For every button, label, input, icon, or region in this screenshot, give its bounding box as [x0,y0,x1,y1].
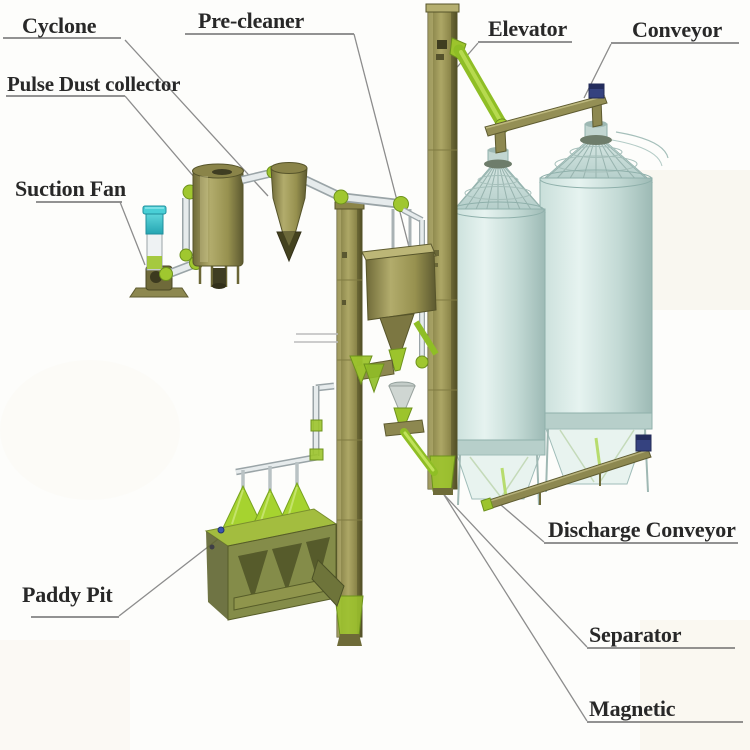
suction-fan-intake [145,211,164,235]
pulse-dust-collector [192,163,244,289]
paddy-pit [204,508,345,621]
label-discharge-conveyor: Discharge Conveyor [548,517,736,542]
label-magnetic: Magnetic [589,696,676,721]
walkway-rails [294,333,338,343]
label-pre-cleaner: Pre-cleaner [198,8,305,33]
conveyor-bar [484,94,608,137]
label-pulse-dust-collector: Pulse Dust collector [7,72,180,96]
label-cyclone: Cyclone [22,13,97,38]
cyclone-leader [124,39,269,197]
label-elevator: Elevator [488,16,567,41]
pit-bolt-dark [209,544,215,550]
separator-hoppers [349,355,395,394]
cyclone-separator [270,162,308,263]
suction-fan [129,205,189,298]
magnetic-leader [440,489,588,722]
label-conveyor: Conveyor [632,17,722,42]
central-column [334,201,365,646]
label-suction-fan: Suction Fan [15,176,126,201]
label-paddy-pit: Paddy Pit [22,582,113,607]
suction-leader [119,201,146,266]
separator-leader [433,483,588,648]
pre-cleaner [361,243,439,372]
discharge-conveyor [480,434,652,512]
discharge-leader [493,498,545,543]
central-column-boot [334,595,364,637]
labels: Cyclone Pulse Dust collector Suction Fan… [7,8,736,721]
magnetic-separator [383,381,438,476]
label-separator: Separator [589,622,682,647]
silo-right [538,120,669,493]
top-conveyor [453,44,608,154]
background-tint [0,170,750,750]
silo-left [451,147,546,506]
pit-bolt-blue [217,526,225,534]
